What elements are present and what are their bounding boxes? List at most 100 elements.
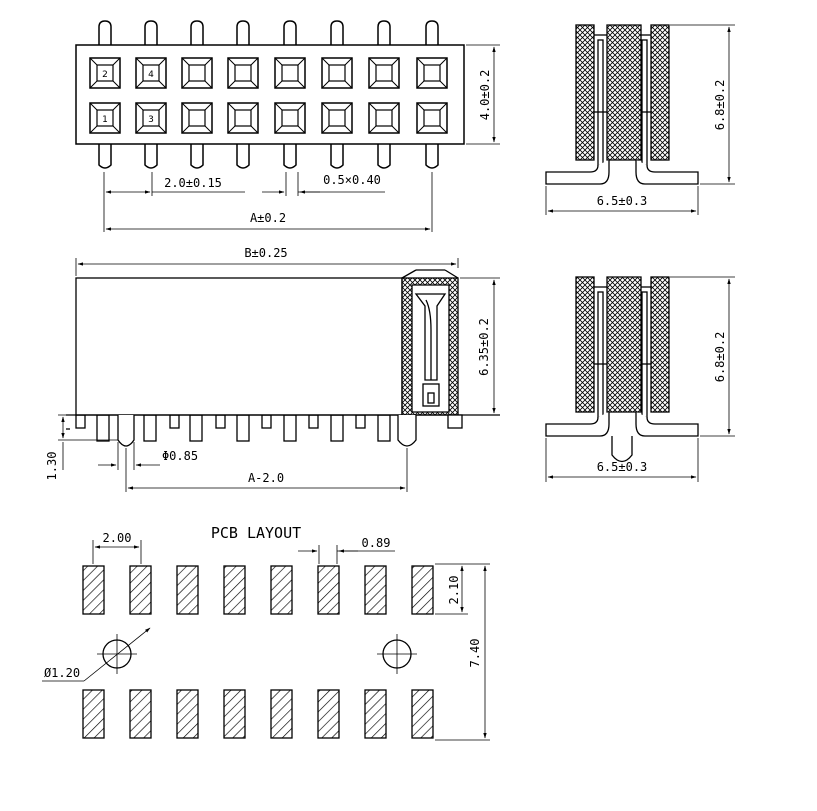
pcb-pad — [129, 565, 152, 615]
contact-bevel — [274, 102, 306, 134]
pcb-pad — [270, 689, 293, 739]
contact-inner — [328, 109, 346, 127]
contact-bevel — [321, 102, 353, 134]
a-minus-dimension: A-2.0 — [248, 471, 284, 485]
pcb-pad — [364, 689, 387, 739]
top-pin-lower — [236, 144, 250, 169]
top-pin-upper — [283, 20, 297, 45]
front-post-long — [377, 414, 391, 442]
contact-bevel — [416, 57, 448, 89]
pin-number-1: 1 — [102, 115, 108, 125]
top-contacts — [89, 57, 448, 134]
contact-bevel — [181, 57, 213, 89]
contact-bevel — [274, 57, 306, 89]
pin-size-dimension: 0.5×0.40 — [323, 173, 381, 187]
front-view-dimensions — [58, 258, 500, 492]
top-pin-upper — [377, 20, 391, 45]
contact-inner — [142, 64, 160, 82]
front-height-dimension: 6.35±0.2 — [477, 318, 491, 376]
contact-inner — [96, 109, 114, 127]
contact-inner — [375, 109, 393, 127]
pcb-pad — [176, 565, 199, 615]
pcb-holes — [42, 627, 417, 682]
top-view-body — [75, 44, 465, 145]
front-view — [66, 269, 500, 447]
pcb-pad-width-dimension: 0.89 — [362, 536, 391, 550]
top-pin-upper — [144, 20, 158, 45]
pcb-pitch-dimension: 2.00 — [103, 531, 132, 545]
contact-bevel — [416, 102, 448, 134]
end-view-upper-dimensions — [545, 24, 735, 215]
top-pin-lower — [330, 144, 344, 169]
pcb-pads — [82, 565, 434, 739]
contact-bevel — [368, 57, 400, 89]
top-height-dimension: 4.0±0.2 — [478, 70, 492, 121]
contact-bevel — [135, 102, 167, 134]
pcb-dimensions — [92, 540, 490, 741]
pcb-pad-length-dimension: 2.10 — [447, 576, 461, 605]
front-post-short — [169, 414, 180, 429]
top-pins-lower — [98, 144, 439, 169]
front-post-long — [96, 414, 110, 442]
end-view-lower-dimensions — [545, 276, 735, 482]
pcb-row-span-dimension: 7.40 — [468, 639, 482, 668]
contact-inner — [96, 64, 114, 82]
pcb-pad — [411, 565, 434, 615]
contact-bevel — [227, 57, 259, 89]
top-pin-lower — [190, 144, 204, 169]
front-post-long — [236, 414, 250, 442]
front-post-long — [330, 414, 344, 442]
front-post-short — [75, 414, 86, 429]
contact-inner — [328, 64, 346, 82]
top-pin-lower — [144, 144, 158, 169]
contact-bevel — [321, 57, 353, 89]
contact-inner — [281, 64, 299, 82]
pcb-pad — [411, 689, 434, 739]
pcb-pad — [129, 689, 152, 739]
end-upper-width-dimension: 6.5±0.3 — [597, 194, 648, 208]
pcb-layout-title: PCB LAYOUT — [211, 524, 301, 542]
top-pin-lower — [283, 144, 297, 169]
front-post-long — [283, 414, 297, 442]
contact-bevel — [89, 102, 121, 134]
top-pin-lower — [377, 144, 391, 169]
pcb-pad — [82, 689, 105, 739]
contact-bevel — [181, 102, 213, 134]
pitch-dimension: 2.0±0.15 — [164, 176, 222, 190]
pin-number-3: 3 — [148, 115, 154, 125]
top-pin-upper — [190, 20, 204, 45]
pcb-pad — [223, 689, 246, 739]
pcb-pad — [176, 689, 199, 739]
contact-bevel — [227, 102, 259, 134]
pcb-hole-dimension: Ø1.20 — [44, 666, 80, 680]
contact-inner — [423, 64, 441, 82]
top-view-dimensions — [103, 44, 500, 232]
post-length-dimension: 1.30 — [45, 452, 59, 481]
top-pins-upper — [98, 20, 439, 45]
pcb-pad — [364, 565, 387, 615]
front-post-long — [143, 414, 157, 442]
top-pin-upper — [236, 20, 250, 45]
end-lower-height-dimension: 6.8±0.2 — [713, 332, 727, 383]
front-post-short — [308, 414, 319, 429]
top-pin-upper — [98, 20, 112, 45]
pcb-pad — [82, 565, 105, 615]
b-dimension: B±0.25 — [244, 246, 287, 260]
pcb-pad — [317, 565, 340, 615]
contact-inner — [188, 109, 206, 127]
contact-inner — [142, 109, 160, 127]
pcb-pad — [223, 565, 246, 615]
contact-inner — [375, 64, 393, 82]
contact-inner — [281, 109, 299, 127]
contact-inner — [234, 109, 252, 127]
top-pin-lower — [98, 144, 112, 169]
contact-inner — [234, 64, 252, 82]
post-diameter-dimension: Φ0.85 — [162, 449, 198, 463]
contact-bevel — [135, 57, 167, 89]
top-pin-upper — [425, 20, 439, 45]
contact-inner — [423, 109, 441, 127]
pin-number-4: 4 — [148, 70, 154, 80]
pcb-pad — [317, 689, 340, 739]
contact-bevel — [89, 57, 121, 89]
